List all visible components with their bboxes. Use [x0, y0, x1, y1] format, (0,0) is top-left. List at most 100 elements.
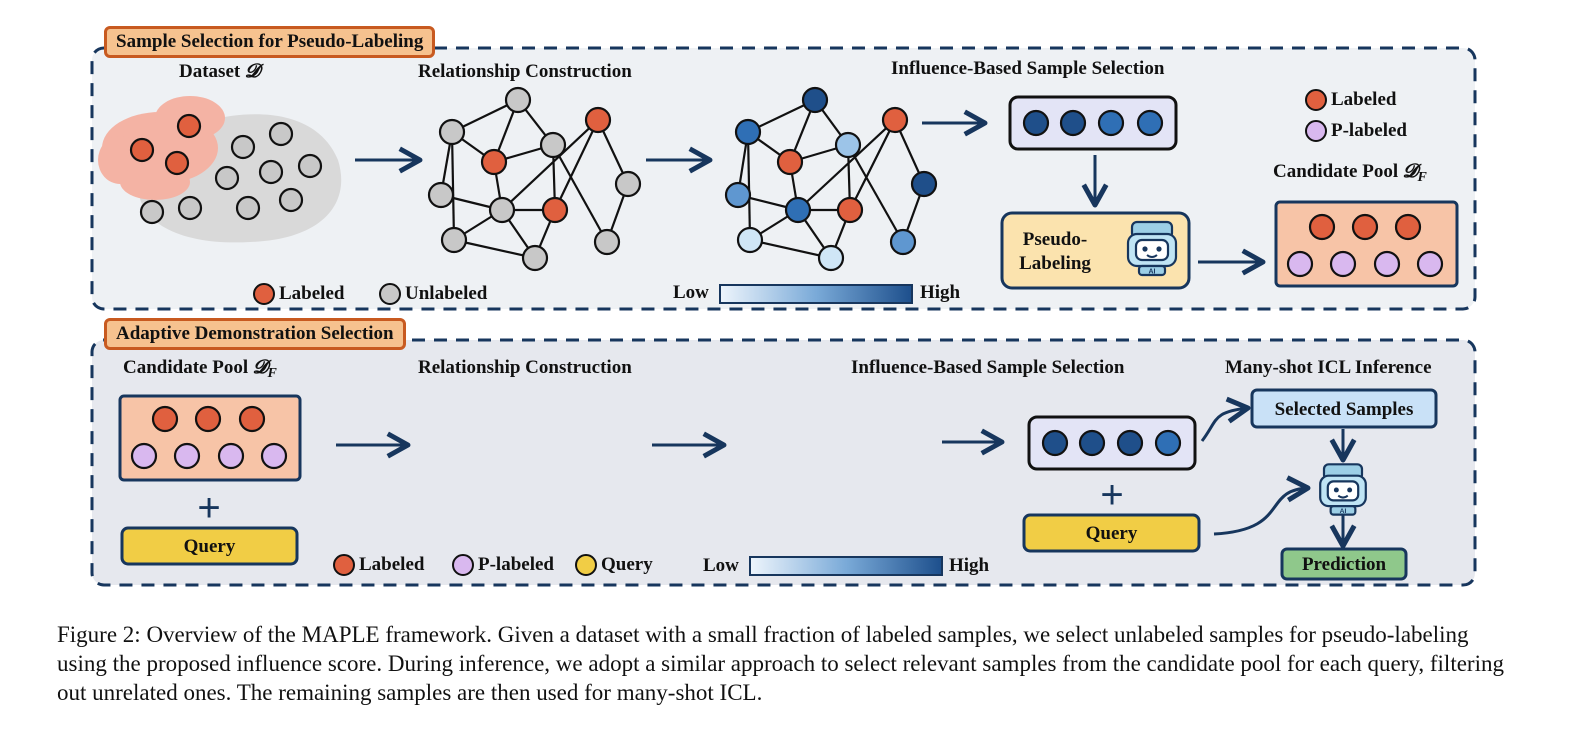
gradient-bar-bottom	[749, 556, 943, 576]
dataset-node	[230, 134, 256, 160]
dataset-node	[177, 195, 203, 221]
graph-node	[910, 170, 938, 198]
graph-node	[776, 148, 804, 176]
selected-samples-box-top	[1008, 95, 1178, 151]
robot-part	[1134, 238, 1170, 262]
pool-node	[1308, 213, 1336, 241]
graph-node	[480, 148, 508, 176]
graph-node	[834, 131, 862, 159]
graph-edge	[847, 144, 904, 243]
legend-labeled-text-bottom: Labeled	[359, 554, 425, 575]
legend-plabeled-text-bottom: P-labeled	[478, 554, 554, 575]
legend-labeled-marker-top-right	[1305, 89, 1327, 111]
graph-node	[440, 226, 468, 254]
gradient-low-top: Low	[673, 282, 709, 303]
dataset-node	[297, 153, 323, 179]
graph-node	[784, 196, 812, 224]
robot-part	[1326, 480, 1360, 502]
graph-node	[801, 86, 829, 114]
prediction-label: Prediction	[1301, 554, 1387, 575]
graph-node	[584, 106, 612, 134]
graph-node	[541, 196, 569, 224]
candidate-pool-label-top: Candidate Pool 𝓓F	[1273, 161, 1427, 189]
legend-query-text-bottom: Query	[601, 554, 653, 575]
robot-icon: AI	[1319, 463, 1367, 516]
gradient-high-top: High	[920, 282, 961, 303]
selected-node	[1078, 429, 1106, 457]
graph-node	[889, 228, 917, 256]
graph-edge	[746, 131, 752, 241]
graph-node	[734, 118, 762, 146]
dataset-node	[176, 113, 202, 139]
robot-mouth	[1146, 254, 1158, 258]
candidate-pool-subscript: F	[1417, 170, 1427, 185]
selected-node	[1154, 429, 1182, 457]
graph-node	[427, 181, 455, 209]
selected-node	[1097, 109, 1125, 137]
selected-node	[1041, 429, 1069, 457]
dataset-node	[258, 159, 284, 185]
legend-labeled-marker-bottom	[333, 554, 355, 576]
plus-sign-right: +	[1100, 473, 1123, 517]
dataset-node	[235, 195, 261, 221]
robot-eye	[1347, 487, 1353, 493]
selected-node	[1136, 109, 1164, 137]
robot-eye	[1333, 487, 1339, 493]
candidate-pool-label-bottom: Candidate Pool 𝓓F	[123, 357, 277, 385]
gradient-bar-top	[719, 284, 913, 304]
graph-edge	[552, 144, 608, 243]
pool-node	[1286, 250, 1314, 278]
pool-node	[238, 405, 266, 433]
relationship-label-bottom: Relationship Construction	[418, 357, 632, 378]
graph-edge	[450, 131, 456, 241]
robot-part	[1137, 264, 1167, 277]
graph-edge	[849, 119, 896, 211]
selected-samples-label: Selected Samples	[1274, 398, 1414, 420]
query-box-right	[1022, 513, 1201, 553]
dataset-node	[164, 150, 190, 176]
graph-node	[438, 118, 466, 146]
bottom-section-title: Adaptive Demonstration Selection	[104, 318, 406, 350]
robot-label: AI	[1149, 269, 1156, 276]
graph-node	[817, 244, 845, 272]
plus-sign-left: +	[197, 486, 220, 530]
pool-node	[260, 442, 288, 470]
legend-unlabeled-marker-top	[379, 283, 401, 305]
graph-node	[724, 181, 752, 209]
graph-edge	[501, 119, 599, 211]
dataset-label: Dataset 𝓓	[179, 61, 260, 83]
dataset-node	[129, 137, 155, 163]
robot-icon: AI	[1126, 220, 1178, 277]
arrow-curve-to-selected-samples	[1200, 396, 1251, 442]
pool-node	[1416, 250, 1444, 278]
pool-node	[1373, 250, 1401, 278]
selected-samples-box	[1250, 388, 1438, 429]
dataset-symbol: 𝓓	[244, 61, 260, 82]
prediction-box	[1280, 547, 1408, 581]
arrow-curve-query-to-robot	[1213, 475, 1311, 536]
dataset-node	[278, 187, 304, 213]
pool-node	[130, 442, 158, 470]
top-section-title: Sample Selection for Pseudo-Labeling	[104, 26, 436, 58]
relationship-label-top: Relationship Construction	[418, 61, 632, 82]
graph-node	[593, 228, 621, 256]
gradient-high-bottom: High	[949, 555, 990, 576]
dataset-node	[139, 199, 165, 225]
graph-edge	[797, 119, 896, 211]
legend-plabeled-marker-top-right	[1305, 120, 1327, 142]
robot-eye	[1142, 246, 1148, 252]
gradient-low-bottom: Low	[703, 555, 739, 576]
robot-label: AI	[1340, 508, 1347, 515]
pool-node	[1329, 250, 1357, 278]
graph-node	[614, 170, 642, 198]
legend-labeled-text-top: Labeled	[279, 283, 345, 304]
legend-plabeled-text-top-right: P-labeled	[1331, 120, 1407, 141]
query-label-left: Query	[183, 536, 236, 557]
candidate-pool-symbol: 𝓓	[1402, 161, 1418, 182]
graph-edge	[554, 119, 599, 211]
legend-labeled-marker-top	[253, 283, 275, 305]
query-box-left	[120, 526, 299, 566]
pool-node	[1351, 213, 1379, 241]
legend-query-marker-bottom	[575, 554, 597, 576]
